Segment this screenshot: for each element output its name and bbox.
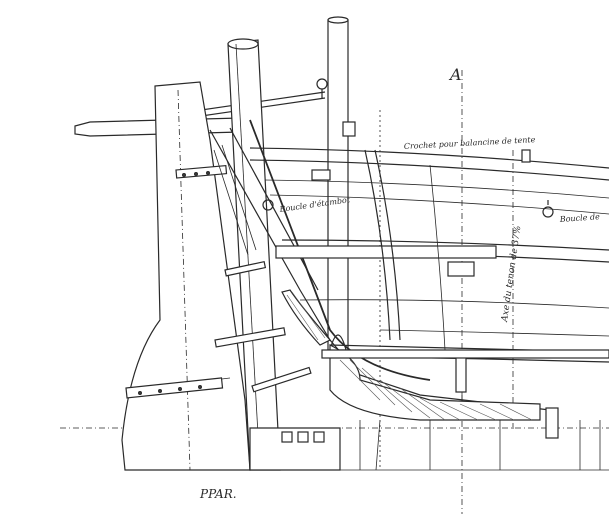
axe-label: Axe du tenon de 37%	[500, 225, 524, 323]
ppar-label: PPAR.	[199, 487, 237, 501]
fittings	[214, 149, 554, 393]
rudder-blade	[121, 81, 251, 471]
boucle-right-label: Boucle de	[559, 212, 601, 224]
frames	[364, 149, 559, 439]
section-mark-label: A	[448, 65, 462, 84]
stern-knee	[281, 289, 541, 421]
stern-base-block	[249, 427, 341, 471]
crochet-label: Crochet pour balancine de tente	[404, 135, 536, 151]
deck-beam	[275, 169, 497, 277]
keel-timbers	[321, 349, 609, 471]
